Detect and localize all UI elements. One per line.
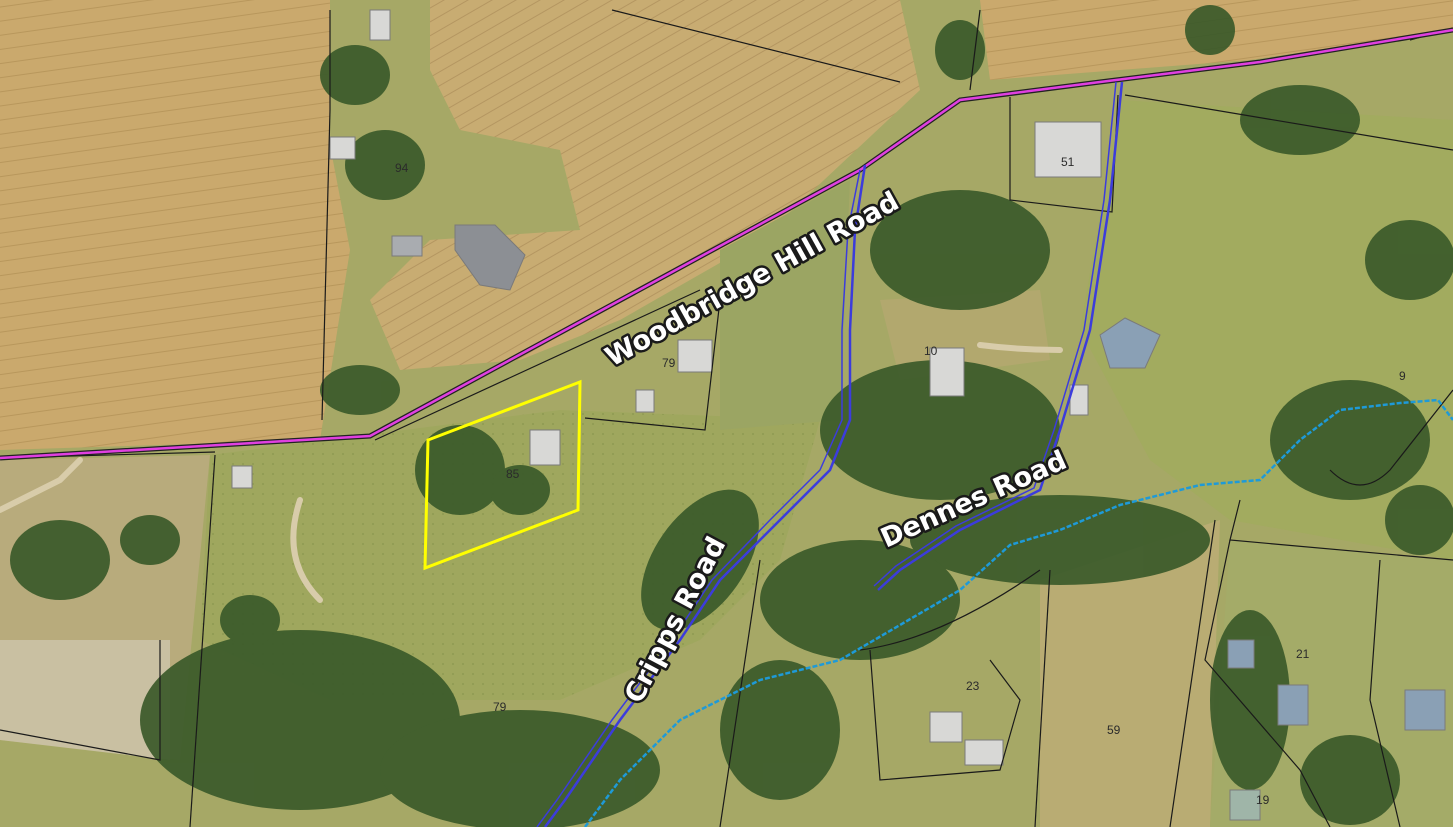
lot-number: 94 bbox=[395, 161, 409, 175]
lot-number: 51 bbox=[1061, 155, 1075, 169]
creek-line bbox=[583, 398, 1453, 827]
lot-number: 21 bbox=[1296, 647, 1310, 661]
road-lines bbox=[0, 27, 1453, 827]
lot-number: 23 bbox=[966, 679, 980, 693]
lot-number: 59 bbox=[1107, 723, 1121, 737]
cripps-road-line bbox=[543, 164, 867, 827]
lot-number: 10 bbox=[924, 344, 938, 358]
lot-number: 79 bbox=[493, 700, 507, 714]
dennes-road-line bbox=[877, 81, 1124, 591]
lot-number: 9 bbox=[1399, 369, 1406, 383]
lot-number: 19 bbox=[1256, 793, 1270, 807]
lot-number: 79 bbox=[662, 356, 676, 370]
lot-number: 85 bbox=[506, 467, 520, 481]
selected-parcel-outline[interactable] bbox=[423, 379, 582, 571]
